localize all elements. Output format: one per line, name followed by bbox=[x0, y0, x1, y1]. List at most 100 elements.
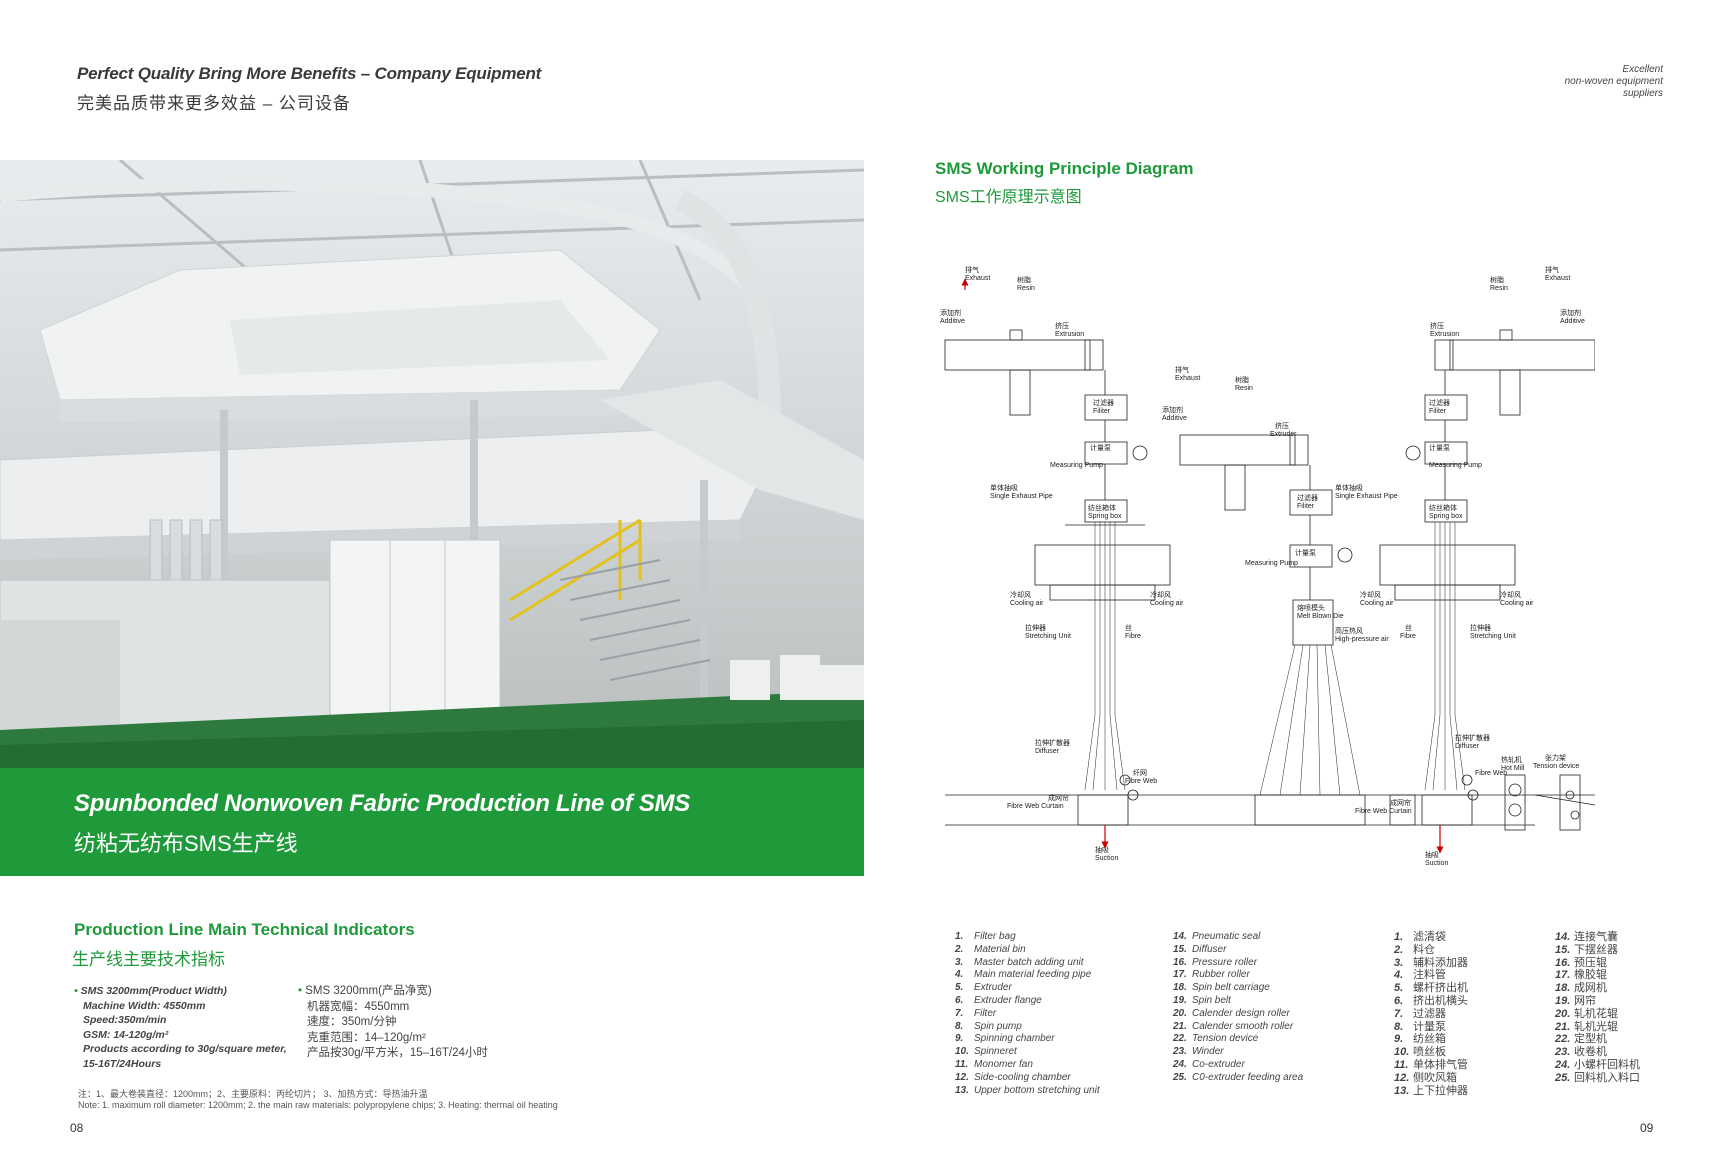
legend-text: Filter bag bbox=[974, 931, 1016, 942]
right-spunbond-unit bbox=[1355, 329, 1595, 831]
legend-number: 7. bbox=[1394, 1007, 1404, 1020]
label-exhaust-cn: 排气 bbox=[965, 265, 979, 274]
legend-item: 17. Rubber roller bbox=[1173, 969, 1303, 982]
legend-item: 3.辅料添加器 bbox=[1394, 957, 1468, 970]
legend-number: 17. bbox=[1555, 969, 1571, 982]
legend-number: 11. bbox=[955, 1058, 969, 1070]
legend-text: Side-cooling chamber bbox=[974, 1071, 1071, 1083]
legend-text: 单体排气管 bbox=[1413, 1058, 1468, 1071]
legend-item: 13.上下拉伸器 bbox=[1394, 1085, 1468, 1098]
legend-text: 定型机 bbox=[1574, 1033, 1607, 1046]
legend-text: 连接气囊 bbox=[1574, 931, 1618, 943]
label-monomer-en: Single Exhaust Pipe bbox=[990, 493, 1053, 500]
legend-item: 2.料仓 bbox=[1394, 944, 1468, 957]
label-extrusion-cn: 挤压 bbox=[1055, 321, 1069, 330]
label-suction-cn: 抽吸 bbox=[1095, 845, 1109, 854]
legend-text: Extruder bbox=[974, 982, 1012, 994]
label-fibre-en: Fibre bbox=[1400, 633, 1416, 640]
spec-item: GSM: 14-120g/m² bbox=[83, 1028, 169, 1041]
legend-text: 轧机花辊 bbox=[1574, 1007, 1618, 1020]
label-exhaust-en: Exhaust bbox=[965, 275, 990, 282]
label-suction-cn: 抽吸 bbox=[1425, 850, 1439, 859]
legend-number: 22. bbox=[1173, 1033, 1187, 1045]
legend-text: Rubber roller bbox=[1192, 969, 1250, 981]
legend-number: 15. bbox=[1555, 943, 1571, 956]
label-tension-en: Tension device bbox=[1533, 763, 1579, 770]
legend-number: 17. bbox=[1173, 969, 1187, 981]
legend-item: 7.过滤器 bbox=[1394, 1008, 1468, 1021]
legend-number: 7. bbox=[955, 1007, 964, 1019]
legend-text: 回料机入料口 bbox=[1574, 1071, 1640, 1084]
label-suction-en: Suction bbox=[1425, 860, 1448, 867]
label-hotmill-en: Hot Mill bbox=[1501, 765, 1525, 772]
legend-number: 19. bbox=[1173, 994, 1187, 1006]
legend-number: 19. bbox=[1555, 994, 1571, 1007]
legend-text: 收卷机 bbox=[1574, 1046, 1607, 1059]
left-spunbond-unit bbox=[944, 329, 1220, 826]
spec-list-cn: • SMS 3200mm(产品净宽) 机器宽幅：4550mm 速度：350m/分… bbox=[298, 984, 488, 1062]
legend-item: 3. Master batch adding unit bbox=[955, 957, 1100, 970]
legend-item: 19.网帘 bbox=[1555, 995, 1640, 1008]
legend-item: 4.Main material feeding pipe bbox=[955, 969, 1100, 982]
legend-number: 25. bbox=[1555, 1071, 1571, 1084]
label-pump-cn: 计量泵 bbox=[1429, 443, 1450, 452]
legend-item: 20.Calender design roller bbox=[1173, 1008, 1303, 1021]
right-unit-labels: 排气 Exhaust 树脂 Resin 添加剂 Additive 挤压 Extr… bbox=[1335, 265, 1585, 867]
left-unit-labels: 排气 Exhaust 树脂 Resin 添加剂 Additive 挤压 Extr… bbox=[940, 265, 1184, 862]
legend-item: 10.喷丝板 bbox=[1394, 1046, 1468, 1059]
label-resin-en: Resin bbox=[1490, 285, 1508, 292]
label-filter-cn: 过滤器 bbox=[1297, 493, 1318, 502]
label-pump-en: Measuring Pump bbox=[1429, 462, 1482, 469]
legend-text: 轧机光辊 bbox=[1574, 1020, 1618, 1033]
diagram-title-en: SMS Working Principle Diagram bbox=[935, 159, 1194, 178]
legend-number: 23. bbox=[1555, 1046, 1571, 1059]
legend-text: Spinneret bbox=[974, 1046, 1017, 1058]
legend-number: 21. bbox=[1173, 1020, 1187, 1032]
legend-item: 21.轧机光辊 bbox=[1555, 1021, 1640, 1034]
label-stretch-cn: 拉伸器 bbox=[1025, 623, 1046, 632]
legend-item: 25.回料机入料口 bbox=[1555, 1072, 1640, 1085]
note-en: Note: 1. maximum roll diameter: 1200mm; … bbox=[78, 1100, 558, 1110]
legend-number: 14. bbox=[1555, 931, 1571, 943]
label-diffuser-en: Diffuser bbox=[1035, 748, 1060, 755]
legend-item: 6.Extruder flange bbox=[955, 995, 1100, 1008]
label-fibre-cn: 丝 bbox=[1125, 623, 1132, 632]
label-cooling-cn: 冷却风 bbox=[1010, 590, 1031, 599]
label-hpair-en: High-pressure air bbox=[1335, 636, 1389, 643]
legend-text: 上下拉伸器 bbox=[1413, 1084, 1468, 1097]
legend-item: 1.滤清袋 bbox=[1394, 931, 1468, 944]
legend-number: 3. bbox=[1394, 956, 1404, 969]
legend-text: 喷丝板 bbox=[1413, 1046, 1446, 1059]
label-monomer-cn: 单体抽吸 bbox=[1335, 483, 1363, 492]
meltblown-labels: 排气 Exhaust 树脂 Resin 添加剂 Additive 挤压 Extr… bbox=[1162, 365, 1389, 643]
tagline-line: non-woven equipment bbox=[1564, 76, 1663, 87]
label-cooling-en: Cooling air bbox=[1150, 600, 1184, 607]
legend-number: 4. bbox=[1394, 969, 1404, 982]
legend-item: 13.Upper bottom stretching unit bbox=[955, 1085, 1100, 1098]
legend-item: 14.Pneumatic seal bbox=[1173, 931, 1303, 944]
winder bbox=[1534, 794, 1595, 806]
tagline: Excellent non-woven equipment suppliers bbox=[1565, 64, 1663, 100]
label-web-en: Fibre Web bbox=[1125, 778, 1157, 785]
label-stretch-cn: 拉伸器 bbox=[1470, 623, 1491, 632]
legend-item: 2.Material bin bbox=[955, 944, 1100, 957]
legend-number: 12. bbox=[1394, 1071, 1410, 1084]
spec-list-en: • SMS 3200mm(Product Width) Machine Widt… bbox=[74, 984, 289, 1071]
legend-item: 19.Spin belt bbox=[1173, 995, 1303, 1008]
legend-text: Master batch adding unit bbox=[974, 956, 1084, 968]
legend-text: 计量泵 bbox=[1413, 1020, 1446, 1033]
legend-number: 3. bbox=[955, 956, 964, 968]
page-number-right: 09 bbox=[1640, 1121, 1654, 1135]
legend-item: 24.Co-extruder bbox=[1173, 1059, 1303, 1072]
legend-number: 10. bbox=[1394, 1046, 1410, 1059]
legend-text: Calender design roller bbox=[1192, 1007, 1290, 1019]
spec-item: • SMS 3200mm(Product Width) bbox=[74, 984, 289, 999]
bullet-icon: • bbox=[298, 985, 306, 997]
legend-item: 10.Spinneret bbox=[955, 1046, 1100, 1059]
banner-title-en: Spunbonded Nonwoven Fabric Production Li… bbox=[74, 790, 690, 817]
legend-number: 1. bbox=[955, 931, 964, 942]
legend-item: 9.纺丝箱 bbox=[1394, 1033, 1468, 1046]
label-filter-en: Filiter bbox=[1093, 408, 1111, 415]
label-spinbox-cn: 纺丝箱体 bbox=[1088, 503, 1116, 512]
